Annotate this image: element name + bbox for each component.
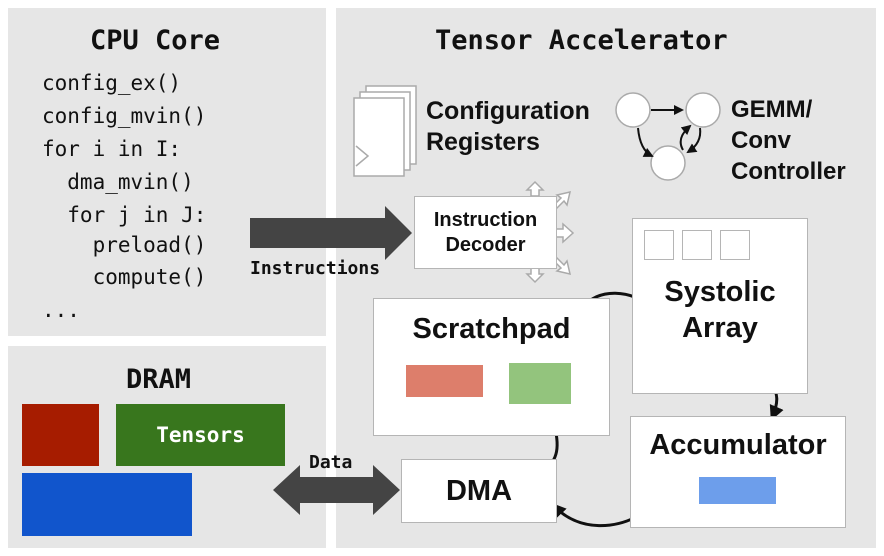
code-line: compute() [42, 265, 207, 289]
controller-label: GEMM/ Conv Controller [731, 96, 846, 185]
instruction-decoder-label: Decoder [445, 233, 526, 256]
accumulator-label: Accumulator [649, 429, 827, 461]
systolic-array-box: Systolic Array [632, 218, 808, 394]
pe-cell [720, 230, 750, 260]
data-label: Data [309, 452, 353, 473]
dram-tensors-block: Tensors [116, 404, 285, 466]
instruction-decoder-label: Instruction [433, 208, 538, 231]
code-line: preload() [42, 233, 207, 257]
decoder-fanout-arrows [525, 180, 575, 284]
dram-block-red [22, 404, 99, 466]
code-line: config_mvin() [42, 104, 207, 128]
cpu-core-panel [8, 8, 326, 336]
systolic-array-label: Systolic Array [664, 276, 776, 344]
instructions-arrow [250, 206, 412, 260]
accumulator-block-blue [699, 477, 776, 504]
dma-label: DMA [445, 474, 513, 507]
dram-block-blue [22, 473, 192, 536]
data-arrow [273, 465, 400, 515]
tensors-label: Tensors [156, 423, 245, 447]
config-registers-label: Configuration Registers [426, 97, 590, 156]
scratchpad-block-red [406, 365, 483, 397]
code-line: ... [42, 298, 80, 322]
pe-cell [682, 230, 712, 260]
instructions-label: Instructions [250, 258, 381, 279]
dma-box: DMA [401, 459, 557, 523]
tensor-accelerator-title: Tensor Accelerator [435, 25, 728, 56]
pe-cell [644, 230, 674, 260]
instruction-decoder-box: Instruction Decoder [414, 196, 557, 269]
code-line: config_ex() [42, 71, 182, 95]
scratchpad-box: Scratchpad [373, 298, 610, 436]
scratchpad-block-green [509, 363, 571, 404]
code-line: dma_mvin() [42, 170, 194, 194]
code-line: for j in J: [42, 203, 207, 227]
config-registers-icon [353, 85, 417, 177]
accumulator-box: Accumulator [630, 416, 846, 528]
cpu-core-title: CPU Core [90, 25, 221, 56]
code-line: for i in I: [42, 137, 182, 161]
controller-state-graph-icon [615, 92, 721, 181]
dram-title: DRAM [126, 364, 192, 395]
scratchpad-label: Scratchpad [412, 313, 571, 345]
